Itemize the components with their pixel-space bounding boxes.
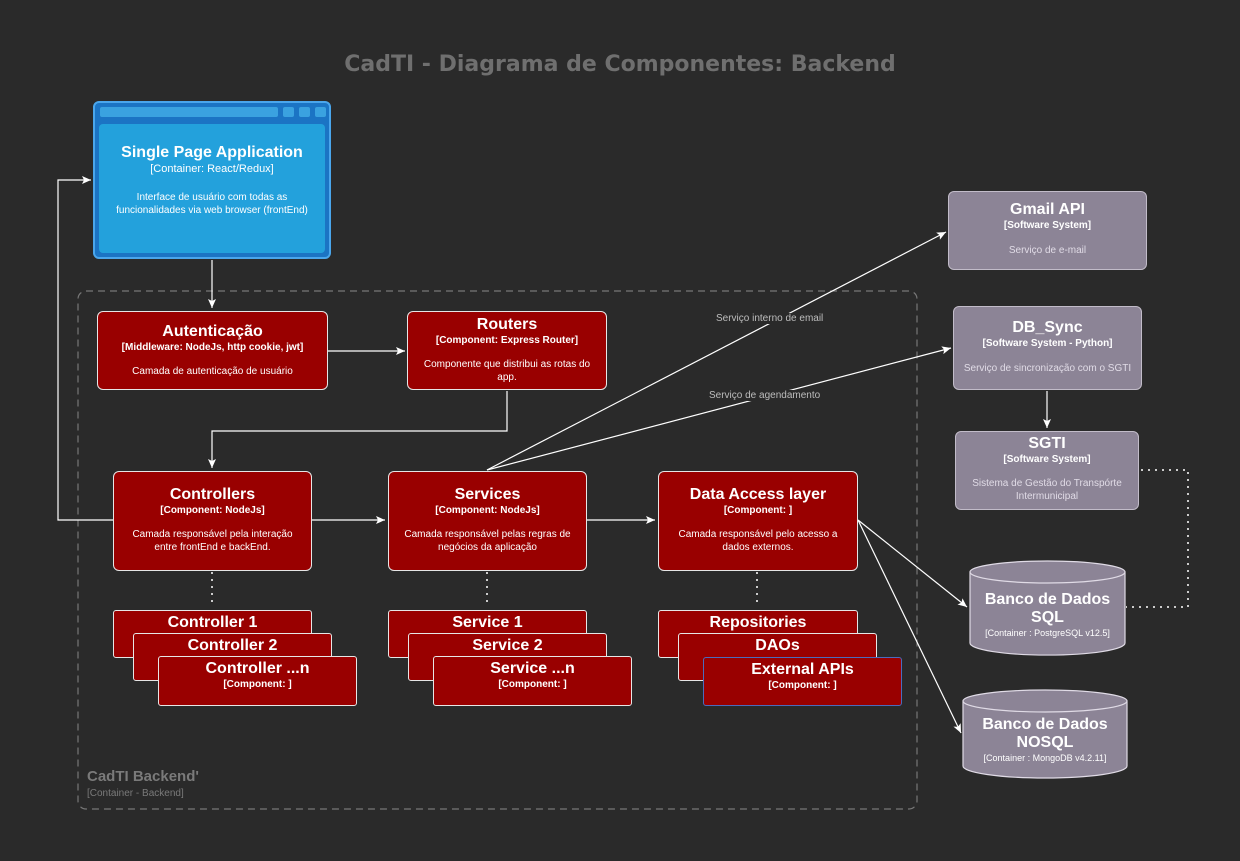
nosql-database[interactable]: Banco de Dados NOSQL [Container : MongoD… bbox=[962, 689, 1128, 779]
external-apis-card[interactable]: External APIs [Component: ] bbox=[703, 657, 902, 706]
backend-container-boundary bbox=[77, 290, 918, 810]
edge-label-email: Serviço interno de email bbox=[714, 313, 826, 324]
dbsync-system[interactable]: DB_Sync [Software System - Python] Servi… bbox=[953, 306, 1142, 390]
sgti-title: SGTI bbox=[1028, 435, 1066, 452]
controller-n-card[interactable]: Controller ...n [Component: ] bbox=[158, 656, 357, 706]
edge-routers-controllers bbox=[208, 391, 508, 468]
auth-description: Camada de autenticação de usuário bbox=[132, 366, 293, 377]
daos-title: DAOs bbox=[755, 637, 800, 654]
nosql-title-line2: NOSQL bbox=[1016, 734, 1074, 751]
controllers-description: Camada responsável pela interação entre … bbox=[132, 529, 293, 553]
dal-subtitle: [Component: ] bbox=[723, 505, 793, 516]
repositories-title: Repositories bbox=[709, 614, 807, 631]
database-cylinder-icon bbox=[962, 689, 1128, 779]
auth-subtitle: [Middleware: NodeJs, http cookie, jwt] bbox=[121, 342, 304, 353]
edge-services-dbsync bbox=[486, 346, 952, 471]
edge-services-gmail bbox=[486, 231, 947, 471]
nosql-subtitle: [Container : MongoDB v4.2.11] bbox=[983, 753, 1107, 763]
services-subtitle: [Component: NodeJs] bbox=[435, 505, 540, 516]
container-name: CadTI Backend' bbox=[87, 768, 199, 785]
browser-button-icon bbox=[315, 107, 326, 117]
services-description: Camada responsável pelas regras de negóc… bbox=[404, 529, 571, 553]
controller-n-title: Controller ...n bbox=[205, 660, 310, 677]
sql-subtitle: [Container : PostgreSQL v12.5] bbox=[985, 628, 1110, 638]
services-title: Services bbox=[454, 486, 521, 503]
spa-body: Single Page Application [Container: Reac… bbox=[99, 124, 325, 253]
spa-container[interactable]: Single Page Application [Container: Reac… bbox=[93, 101, 331, 259]
dal-title: Data Access layer bbox=[689, 486, 827, 503]
controller-2-title: Controller 2 bbox=[187, 637, 278, 654]
services-component[interactable]: Services [Component: NodeJs] Camada resp… bbox=[388, 471, 587, 571]
controller-n-subtitle: [Component: ] bbox=[223, 679, 292, 690]
dal-component[interactable]: Data Access layer [Component: ] Camada r… bbox=[658, 471, 858, 571]
controller-1-title: Controller 1 bbox=[167, 614, 258, 631]
dbsync-description: Serviço de sincronização com o SGTI bbox=[963, 363, 1132, 374]
routers-title: Routers bbox=[476, 316, 538, 333]
external-apis-subtitle: [Component: ] bbox=[768, 680, 837, 691]
service-n-title: Service ...n bbox=[490, 660, 575, 677]
auth-component[interactable]: Autenticação [Middleware: NodeJs, http c… bbox=[97, 311, 328, 390]
sql-title-line1: Banco de Dados bbox=[984, 591, 1111, 608]
spa-subtitle: [Container: React/Redux] bbox=[150, 163, 274, 175]
database-cylinder-icon bbox=[969, 560, 1126, 656]
service-n-card[interactable]: Service ...n [Component: ] bbox=[433, 656, 632, 706]
gmail-description: Serviço de e-mail bbox=[1008, 245, 1087, 256]
edge-dal-sql bbox=[857, 519, 968, 608]
sql-database[interactable]: Banco de Dados SQL [Container : PostgreS… bbox=[969, 560, 1126, 656]
edge-dal-nosql bbox=[857, 519, 962, 734]
gmail-title: Gmail API bbox=[1010, 201, 1085, 218]
sql-title-line2: SQL bbox=[1031, 609, 1064, 626]
edge-label-scheduling: Serviço de agendamento bbox=[707, 390, 823, 401]
routers-component[interactable]: Routers [Component: Express Router] Comp… bbox=[407, 311, 607, 390]
sgti-system[interactable]: SGTI [Software System] Sistema de Gestão… bbox=[955, 431, 1139, 510]
dbsync-subtitle: [Software System - Python] bbox=[982, 338, 1113, 349]
dal-description: Camada responsável pelo acesso a dados e… bbox=[678, 529, 838, 553]
controllers-component[interactable]: Controllers [Component: NodeJs] Camada r… bbox=[113, 471, 312, 571]
browser-button-icon bbox=[299, 107, 310, 117]
gmail-subtitle: [Software System] bbox=[1003, 220, 1092, 231]
gmail-api-system[interactable]: Gmail API [Software System] Serviço de e… bbox=[948, 191, 1147, 270]
service-n-subtitle: [Component: ] bbox=[498, 679, 567, 690]
sgti-description: Sistema de Gestão do Transpórte Intermun… bbox=[972, 478, 1122, 502]
nosql-title-line1: Banco de Dados bbox=[982, 716, 1108, 733]
diagram-title: CadTI - Diagrama de Componentes: Backend bbox=[344, 52, 896, 77]
browser-button-icon bbox=[283, 107, 294, 117]
browser-address-bar bbox=[100, 107, 278, 117]
container-type: [Container - Backend] bbox=[87, 788, 184, 799]
controllers-subtitle: [Component: NodeJs] bbox=[160, 505, 265, 516]
spa-title: Single Page Application bbox=[121, 144, 303, 161]
edge-controllers-spa bbox=[57, 176, 113, 521]
service-2-title: Service 2 bbox=[472, 637, 543, 654]
controllers-title: Controllers bbox=[169, 486, 256, 503]
dbsync-title: DB_Sync bbox=[1012, 319, 1083, 336]
auth-title: Autenticação bbox=[162, 323, 263, 340]
external-apis-title: External APIs bbox=[751, 661, 854, 678]
spa-description: Interface de usuário com todas as funcio… bbox=[116, 192, 308, 216]
sgti-subtitle: [Software System] bbox=[1003, 454, 1091, 465]
routers-subtitle: [Component: Express Router] bbox=[435, 335, 579, 346]
service-1-title: Service 1 bbox=[452, 614, 523, 631]
routers-description: Componente que distribui as rotas do app… bbox=[423, 359, 591, 383]
